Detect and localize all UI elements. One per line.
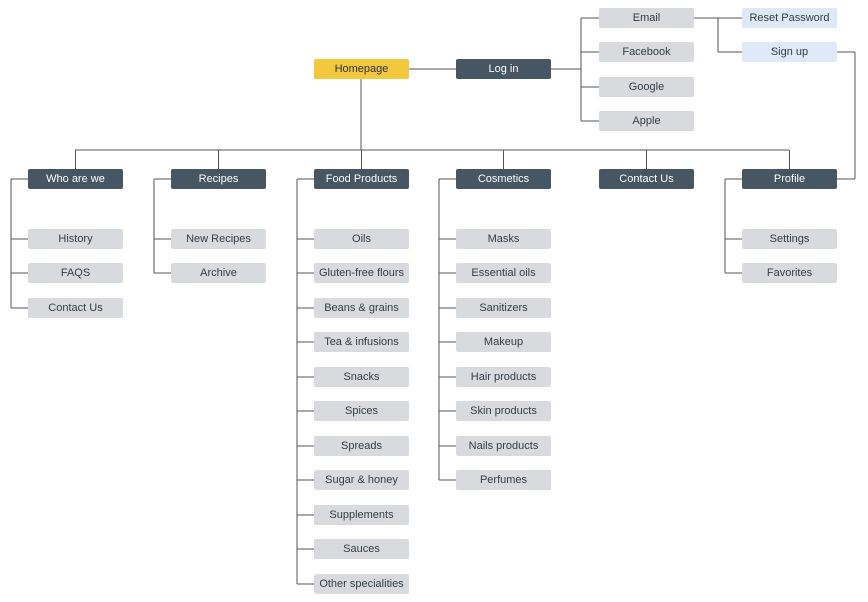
node-label: Nails products	[468, 440, 539, 452]
cosmetics-item-nails-products[interactable]: Nails products	[456, 436, 551, 456]
node-label: Beans & grains	[324, 302, 399, 314]
section-profile[interactable]: Profile	[742, 169, 837, 189]
node-label: Favorites	[766, 267, 813, 279]
node-label: Hair products	[470, 371, 537, 383]
node-label: Masks	[487, 233, 520, 245]
node-label: Gluten-free flours	[319, 267, 404, 279]
cosmetics-item-essential-oils[interactable]: Essential oils	[456, 263, 551, 283]
section-who-are-we[interactable]: Who are we	[28, 169, 123, 189]
login-node[interactable]: Log in	[456, 59, 551, 79]
node-label: Sign up	[770, 46, 809, 58]
node-label: Contact Us	[48, 302, 103, 314]
node-label: Skin products	[470, 405, 537, 417]
node-label: Tea & infusions	[324, 336, 399, 348]
node-label: Cosmetics	[477, 173, 530, 185]
food-products-item-sauces[interactable]: Sauces	[314, 539, 409, 559]
who-are-we-item-faqs[interactable]: FAQS	[28, 263, 123, 283]
email-option-sign-up[interactable]: Sign up	[742, 42, 837, 62]
node-label: Settings	[769, 233, 810, 245]
food-products-item-spices[interactable]: Spices	[314, 401, 409, 421]
login-method-google[interactable]: Google	[599, 77, 694, 97]
node-label: Log in	[488, 63, 519, 75]
login-method-apple[interactable]: Apple	[599, 111, 694, 131]
node-label: Food Products	[325, 173, 398, 185]
section-recipes[interactable]: Recipes	[171, 169, 266, 189]
node-label: Contact Us	[619, 173, 674, 185]
recipes-item-archive[interactable]: Archive	[171, 263, 266, 283]
recipes-item-new-recipes[interactable]: New Recipes	[171, 229, 266, 249]
node-label: Reset Password	[749, 12, 830, 24]
cosmetics-item-perfumes[interactable]: Perfumes	[456, 470, 551, 490]
node-label: Sanitizers	[479, 302, 528, 314]
food-products-item-beans-and-grains[interactable]: Beans & grains	[314, 298, 409, 318]
cosmetics-item-skin-products[interactable]: Skin products	[456, 401, 551, 421]
section-food-products[interactable]: Food Products	[314, 169, 409, 189]
homepage-node[interactable]: Homepage	[314, 59, 409, 79]
food-products-item-oils[interactable]: Oils	[314, 229, 409, 249]
section-contact-us[interactable]: Contact Us	[599, 169, 694, 189]
section-cosmetics[interactable]: Cosmetics	[456, 169, 551, 189]
node-label: FAQS	[60, 267, 91, 279]
node-label: Spices	[344, 405, 379, 417]
node-label: Other specialities	[319, 578, 404, 590]
food-products-item-sugar-and-honey[interactable]: Sugar & honey	[314, 470, 409, 490]
food-products-item-gluten-free-flours[interactable]: Gluten-free flours	[314, 263, 409, 283]
node-label: History	[58, 233, 93, 245]
node-label: Supplements	[329, 509, 394, 521]
who-are-we-item-contact-us[interactable]: Contact Us	[28, 298, 123, 318]
cosmetics-item-makeup[interactable]: Makeup	[456, 332, 551, 352]
node-label: Makeup	[483, 336, 524, 348]
who-are-we-item-history[interactable]: History	[28, 229, 123, 249]
node-label: Perfumes	[479, 474, 528, 486]
profile-item-settings[interactable]: Settings	[742, 229, 837, 249]
food-products-item-supplements[interactable]: Supplements	[314, 505, 409, 525]
email-option-reset-password[interactable]: Reset Password	[742, 8, 837, 28]
node-label: Apple	[632, 115, 661, 127]
node-label: Sauces	[343, 543, 380, 555]
food-products-item-other-specialities[interactable]: Other specialities	[314, 574, 409, 594]
node-label: Snacks	[343, 371, 380, 383]
node-label: Recipes	[198, 173, 239, 185]
cosmetics-item-sanitizers[interactable]: Sanitizers	[456, 298, 551, 318]
node-label: Oils	[352, 233, 371, 245]
node-label: Spreads	[341, 440, 382, 452]
node-label: Profile	[773, 173, 806, 185]
cosmetics-item-masks[interactable]: Masks	[456, 229, 551, 249]
node-label: Archive	[200, 267, 237, 279]
food-products-item-snacks[interactable]: Snacks	[314, 367, 409, 387]
node-label: Google	[628, 81, 665, 93]
node-label: Sugar & honey	[325, 474, 398, 486]
login-method-facebook[interactable]: Facebook	[599, 42, 694, 62]
node-label: Facebook	[622, 46, 671, 58]
cosmetics-item-hair-products[interactable]: Hair products	[456, 367, 551, 387]
node-label: Homepage	[334, 63, 389, 75]
node-label: Email	[632, 12, 661, 24]
profile-item-favorites[interactable]: Favorites	[742, 263, 837, 283]
node-label: New Recipes	[186, 233, 251, 245]
node-label: Who are we	[46, 173, 105, 185]
login-method-email[interactable]: Email	[599, 8, 694, 28]
node-label: Essential oils	[471, 267, 536, 279]
food-products-item-spreads[interactable]: Spreads	[314, 436, 409, 456]
food-products-item-tea-and-infusions[interactable]: Tea & infusions	[314, 332, 409, 352]
